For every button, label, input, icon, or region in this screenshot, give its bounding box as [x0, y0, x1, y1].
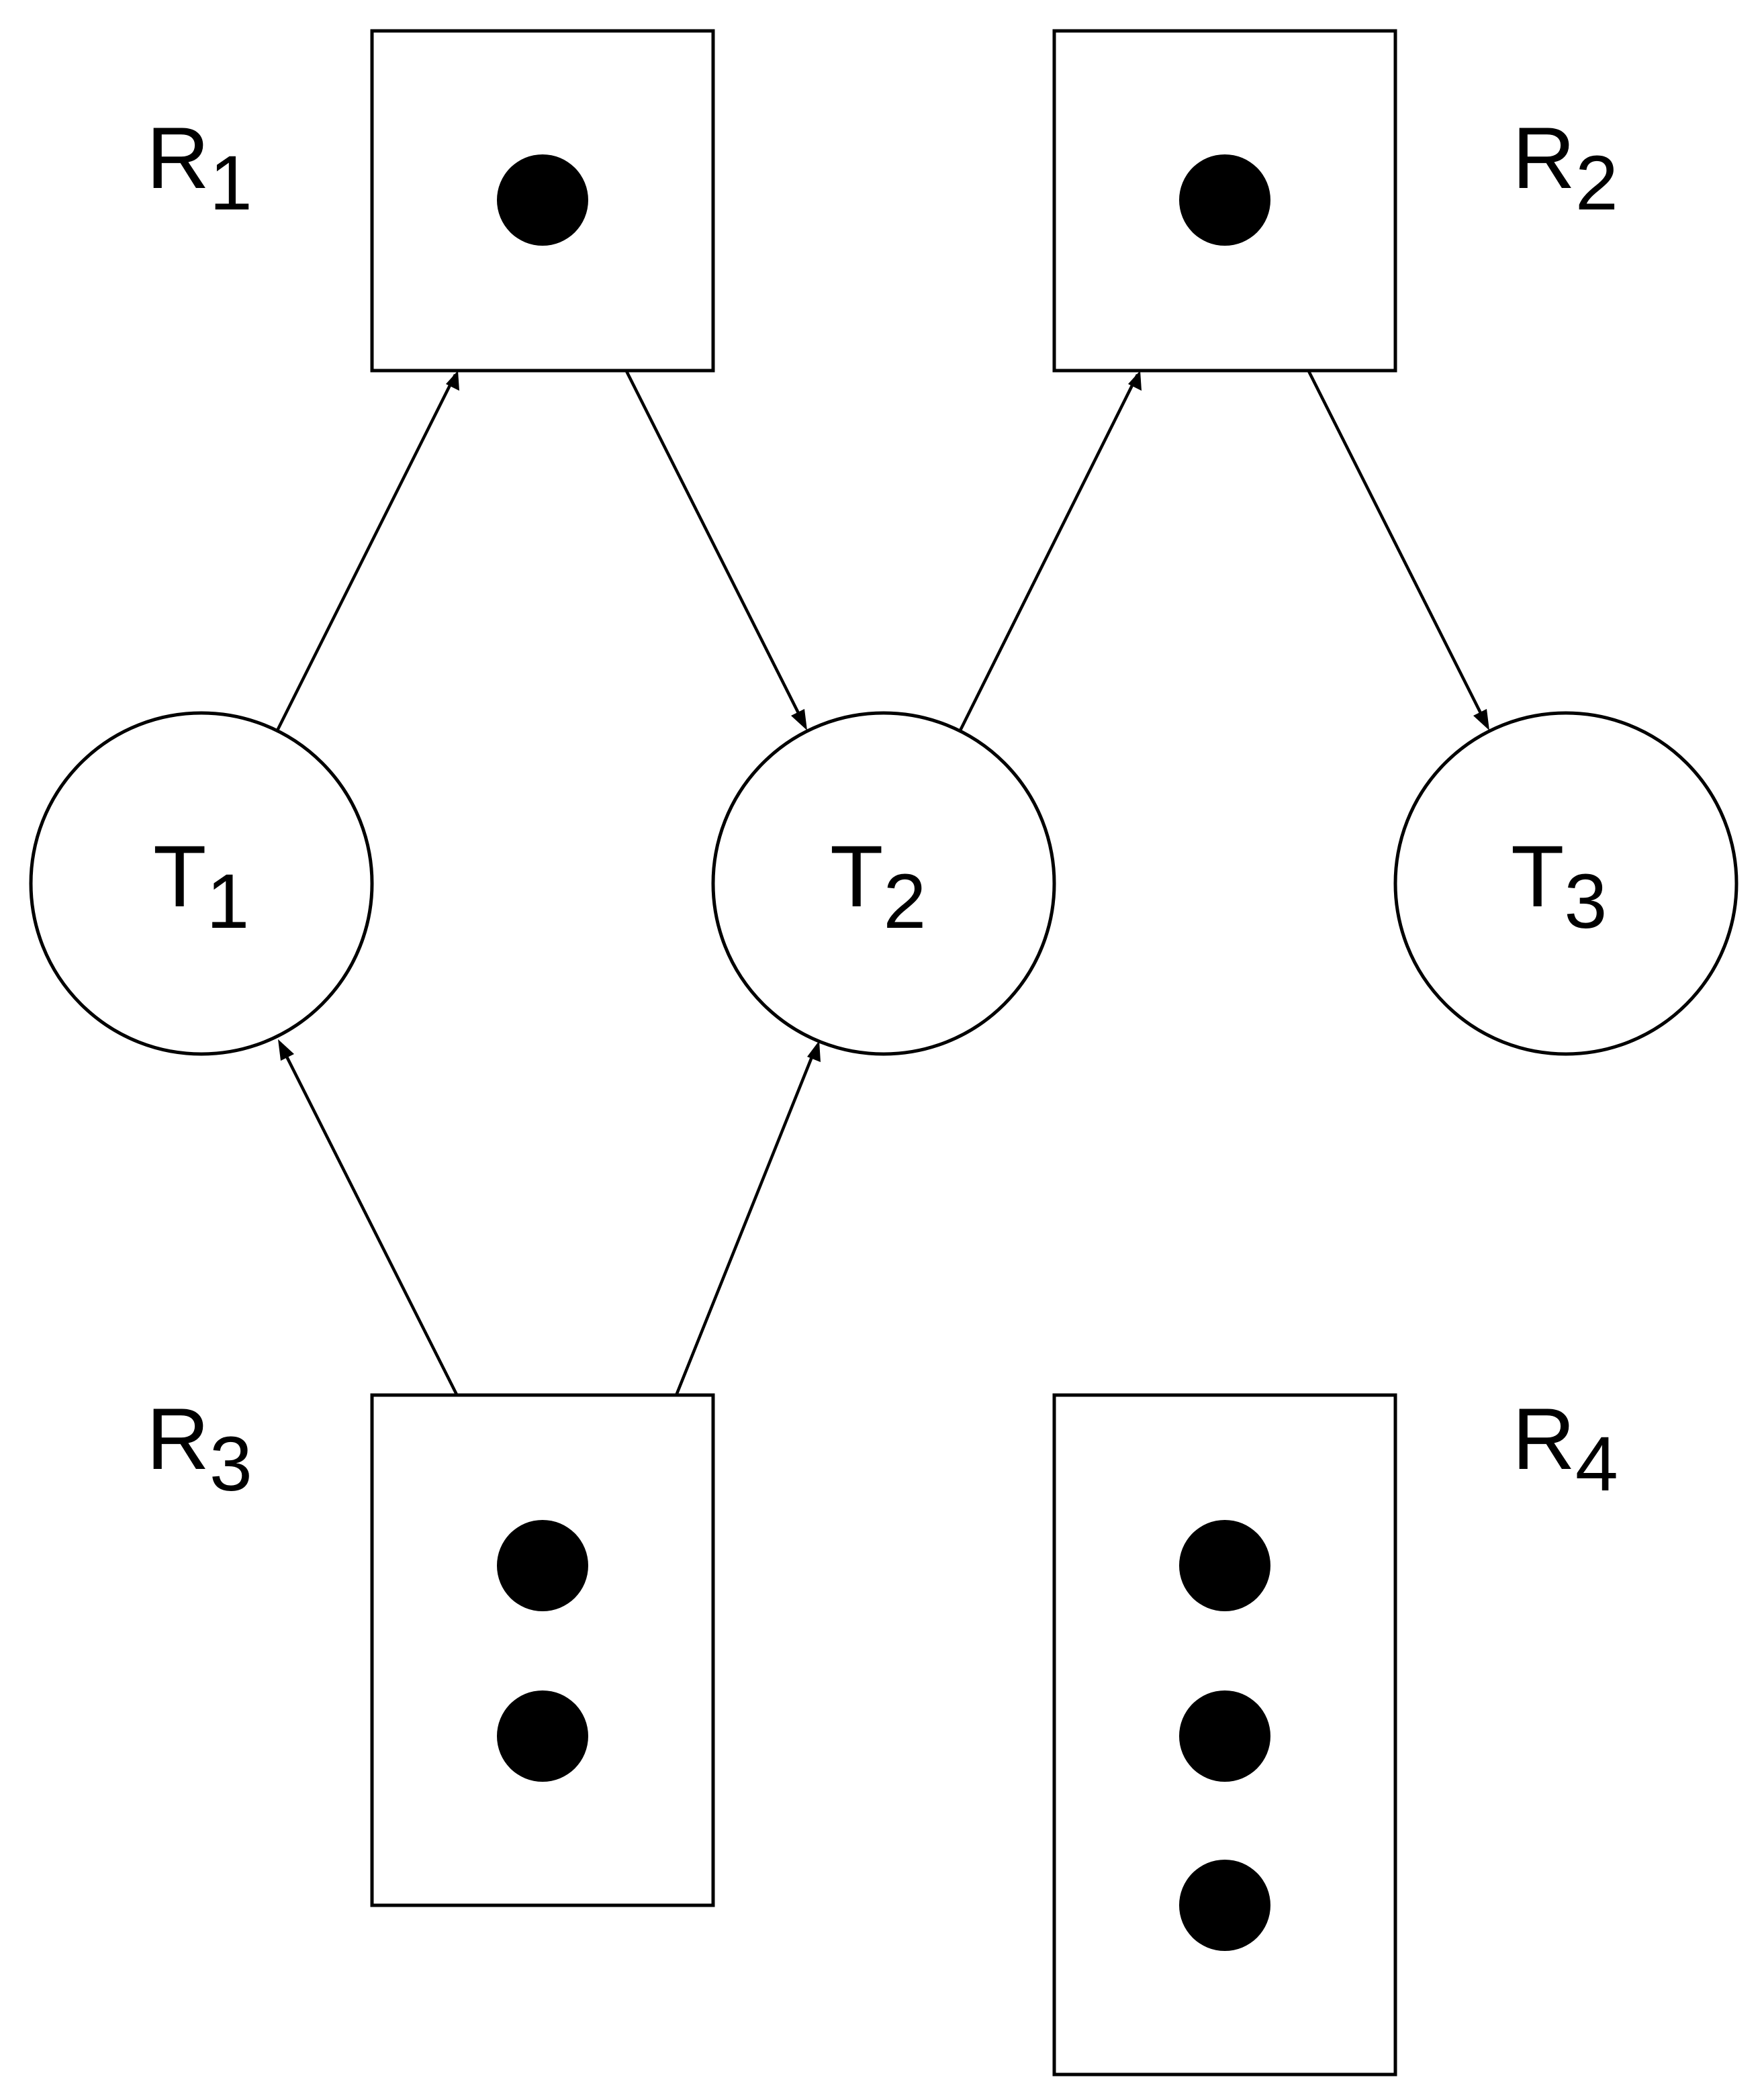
resource-r3-instance-dot	[497, 1520, 588, 1611]
resource-r3-instance-dot	[497, 1690, 588, 1782]
thread-t2: T2	[711, 711, 1056, 1056]
resource-r2-index: 2	[1575, 140, 1618, 226]
resource-r1-index: 1	[210, 140, 252, 226]
resource-r3: R3	[146, 1390, 715, 1907]
arrowhead-t2-to-r2	[1128, 371, 1142, 391]
resource-r1-letter: R	[146, 109, 210, 207]
resource-r3-label: R3	[146, 1390, 252, 1507]
resource-r4-instance-dot	[1179, 1520, 1270, 1611]
thread-t1-circle	[29, 711, 374, 1056]
thread-t1-label: T1	[153, 827, 249, 945]
thread-t1-index: 1	[206, 859, 249, 945]
thread-t3-label: T3	[1511, 827, 1607, 945]
thread-t1: T1	[29, 711, 374, 1056]
arrowhead-r1-to-t2	[791, 709, 807, 730]
resource-r2-instance-dot	[1179, 154, 1270, 246]
thread-t2-label: T2	[830, 827, 926, 945]
resource-r1-instance-dot	[497, 154, 588, 246]
resource-r1-label: R1	[146, 109, 252, 226]
resource-r4: R4	[1052, 1390, 1618, 2077]
resource-r4-index: 4	[1575, 1421, 1618, 1507]
thread-t3-index: 3	[1564, 859, 1607, 945]
resource-r4-instance-dot	[1179, 1690, 1270, 1782]
edge-t1-to-r1	[275, 373, 457, 732]
arrowhead-r3-to-t2	[807, 1041, 821, 1062]
thread-t2-letter: T	[830, 827, 883, 925]
thread-t3: T3	[1393, 711, 1738, 1056]
thread-t2-index: 2	[883, 859, 926, 945]
resource-r4-instance-dot	[1179, 1860, 1270, 1951]
resource-r3-letter: R	[146, 1390, 210, 1488]
resource-r1: R1	[146, 29, 715, 373]
arrowhead-r2-to-t3	[1473, 709, 1489, 730]
resource-r3-index: 3	[210, 1421, 252, 1507]
resource-r2-letter: R	[1512, 109, 1575, 207]
resource-r2: R2	[1052, 29, 1618, 373]
thread-t1-letter: T	[153, 827, 206, 925]
thread-t2-circle	[711, 711, 1056, 1056]
resource-r4-letter: R	[1512, 1390, 1575, 1488]
resource-r4-label: R4	[1512, 1390, 1618, 1507]
thread-t3-circle	[1393, 711, 1738, 1056]
arrowhead-r3-to-t1	[278, 1039, 294, 1061]
thread-t3-letter: T	[1511, 827, 1564, 925]
resource-r3-box	[370, 1393, 715, 1907]
resource-r2-label: R2	[1512, 109, 1618, 226]
edge-t2-to-r2	[958, 373, 1140, 732]
arrowhead-t1-to-r1	[446, 371, 459, 391]
